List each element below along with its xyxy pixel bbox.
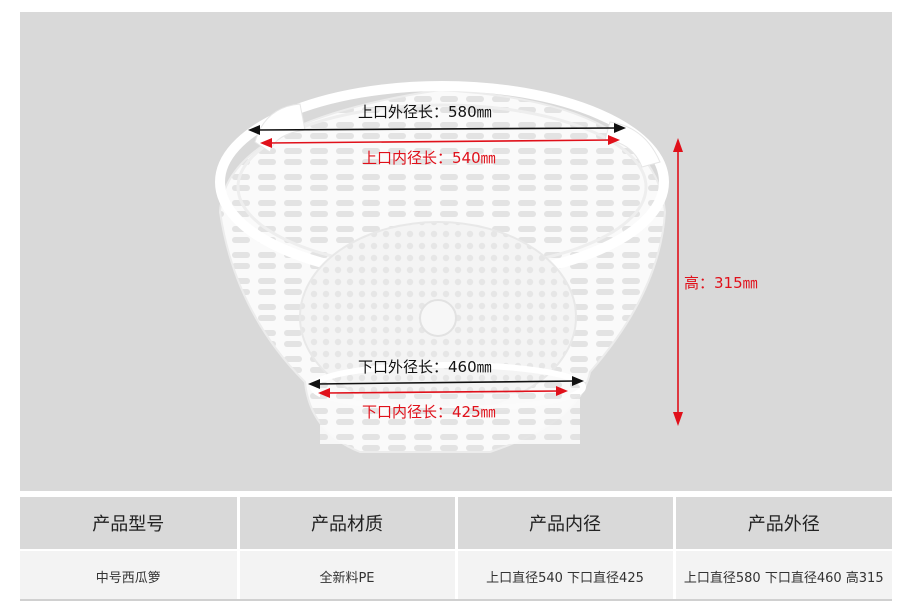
spec-table: 产品型号 产品材质 产品内径 产品外径 中号西瓜箩 全新料PE 上口直径540 … [20, 497, 892, 601]
top-inner-label: 上口内径长：540㎜ [362, 149, 496, 167]
bottom-outer-arrow [308, 376, 584, 389]
header-model: 产品型号 [20, 497, 240, 551]
table-header-row: 产品型号 产品材质 产品内径 产品外径 [20, 497, 892, 551]
bottom-inner-label: 下口内径长：425㎜ [362, 403, 496, 421]
top-outer-label: 上口外径长：580㎜ [358, 103, 492, 121]
top-inner-arrow [260, 135, 620, 148]
basket-illustration [215, 81, 683, 453]
header-outer-diameter: 产品外径 [674, 497, 892, 551]
cell-inner-diameter: 上口直径540 下口直径425 [456, 549, 676, 601]
header-material: 产品材质 [238, 497, 458, 551]
bottom-inner-arrow [318, 386, 568, 398]
top-outer-arrow [248, 123, 626, 135]
height-label: 高：315㎜ [684, 274, 758, 292]
table-bottom-border [20, 599, 892, 601]
base-slots [320, 394, 580, 444]
cell-material: 全新料PE [238, 549, 458, 601]
bottom-outer-label: 下口外径长：460㎜ [358, 358, 492, 376]
product-photo: 上口外径长：580㎜ 上口内径长：540㎜ 高：315㎜ 下口外径长：460㎜ … [20, 12, 892, 491]
header-inner-diameter: 产品内径 [456, 497, 676, 551]
cell-model: 中号西瓜箩 [20, 549, 240, 601]
table-row: 中号西瓜箩 全新料PE 上口直径540 下口直径425 上口直径580 下口直径… [20, 549, 892, 601]
floor-center-hub [419, 299, 457, 337]
handle-right [604, 121, 661, 168]
height-arrow [673, 138, 683, 426]
cell-outer-diameter: 上口直径580 下口直径460 高315 [674, 549, 892, 601]
